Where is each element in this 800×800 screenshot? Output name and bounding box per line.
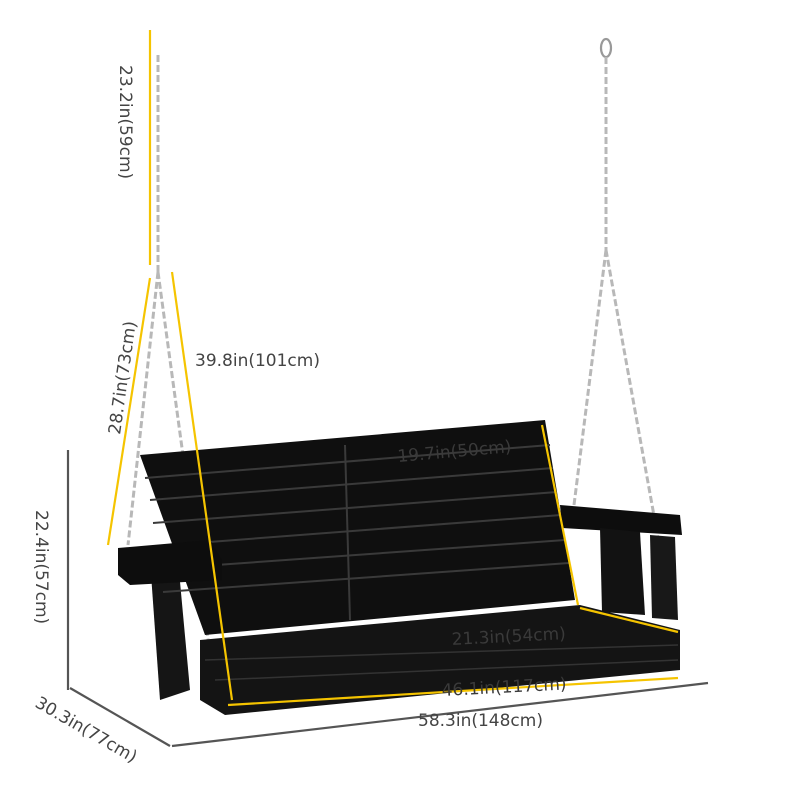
total-chain-label: 39.8in(101cm) (195, 351, 320, 371)
overall-depth-label: 30.3in(77cm) (32, 693, 141, 767)
overall-height-label: 22.4in(57cm) (31, 510, 51, 624)
dimension-lines (66, 30, 709, 748)
lower-chain-label: 28.7in(73cm) (105, 320, 141, 436)
overall-width-label: 58.3in(148cm) (418, 711, 543, 731)
right-chain (572, 37, 664, 561)
swing-body (118, 420, 682, 715)
upper-chain-label: 23.2in(59cm) (115, 65, 135, 179)
